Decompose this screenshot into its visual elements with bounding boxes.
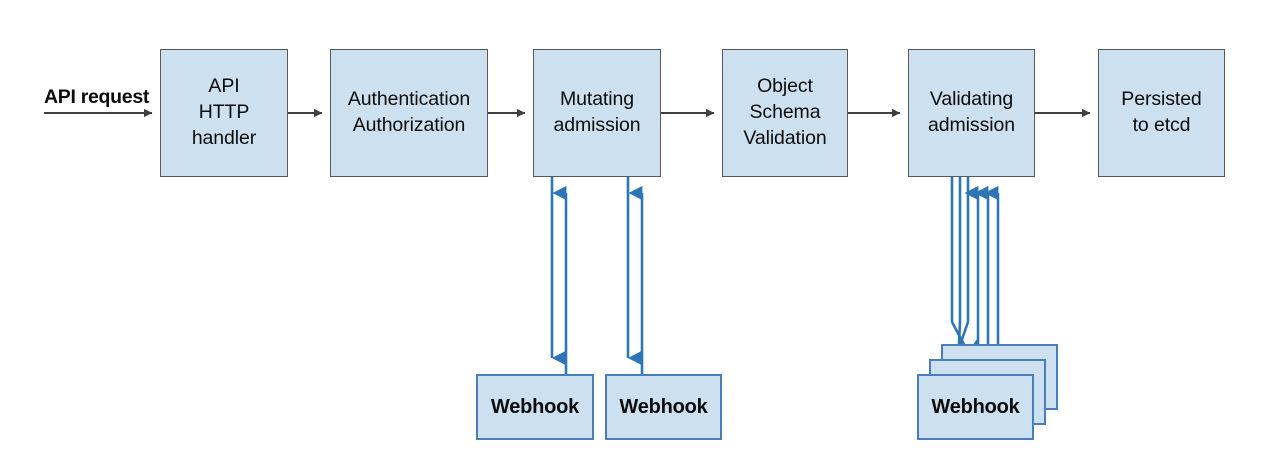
stage-box-authentication-authorization[interactable]: Authentication Authorization bbox=[330, 49, 488, 177]
connector-mutating-webhook-1 bbox=[550, 177, 568, 374]
api-request-label: API request bbox=[44, 86, 150, 108]
stage-box-object-schema-validation[interactable]: Object Schema Validation bbox=[722, 49, 848, 177]
stage-box-validating-admission[interactable]: Validating admission bbox=[908, 49, 1035, 177]
webhook-box-mutating-1[interactable]: Webhook bbox=[476, 374, 594, 440]
connector-validating-webhook-middle bbox=[956, 177, 990, 374]
stage-box-mutating-admission[interactable]: Mutating admission bbox=[533, 49, 661, 177]
webhook-box-mutating-2[interactable]: Webhook bbox=[605, 374, 722, 440]
connector-mutating-webhook-2 bbox=[626, 177, 644, 374]
stage-box-persisted-to-etcd[interactable]: Persisted to etcd bbox=[1098, 49, 1225, 177]
connector-validating-webhook-back bbox=[950, 177, 1000, 353]
stage-box-api-http-handler[interactable]: API HTTP handler bbox=[160, 49, 288, 177]
webhook-box-validating-front[interactable]: Webhook bbox=[917, 374, 1034, 440]
